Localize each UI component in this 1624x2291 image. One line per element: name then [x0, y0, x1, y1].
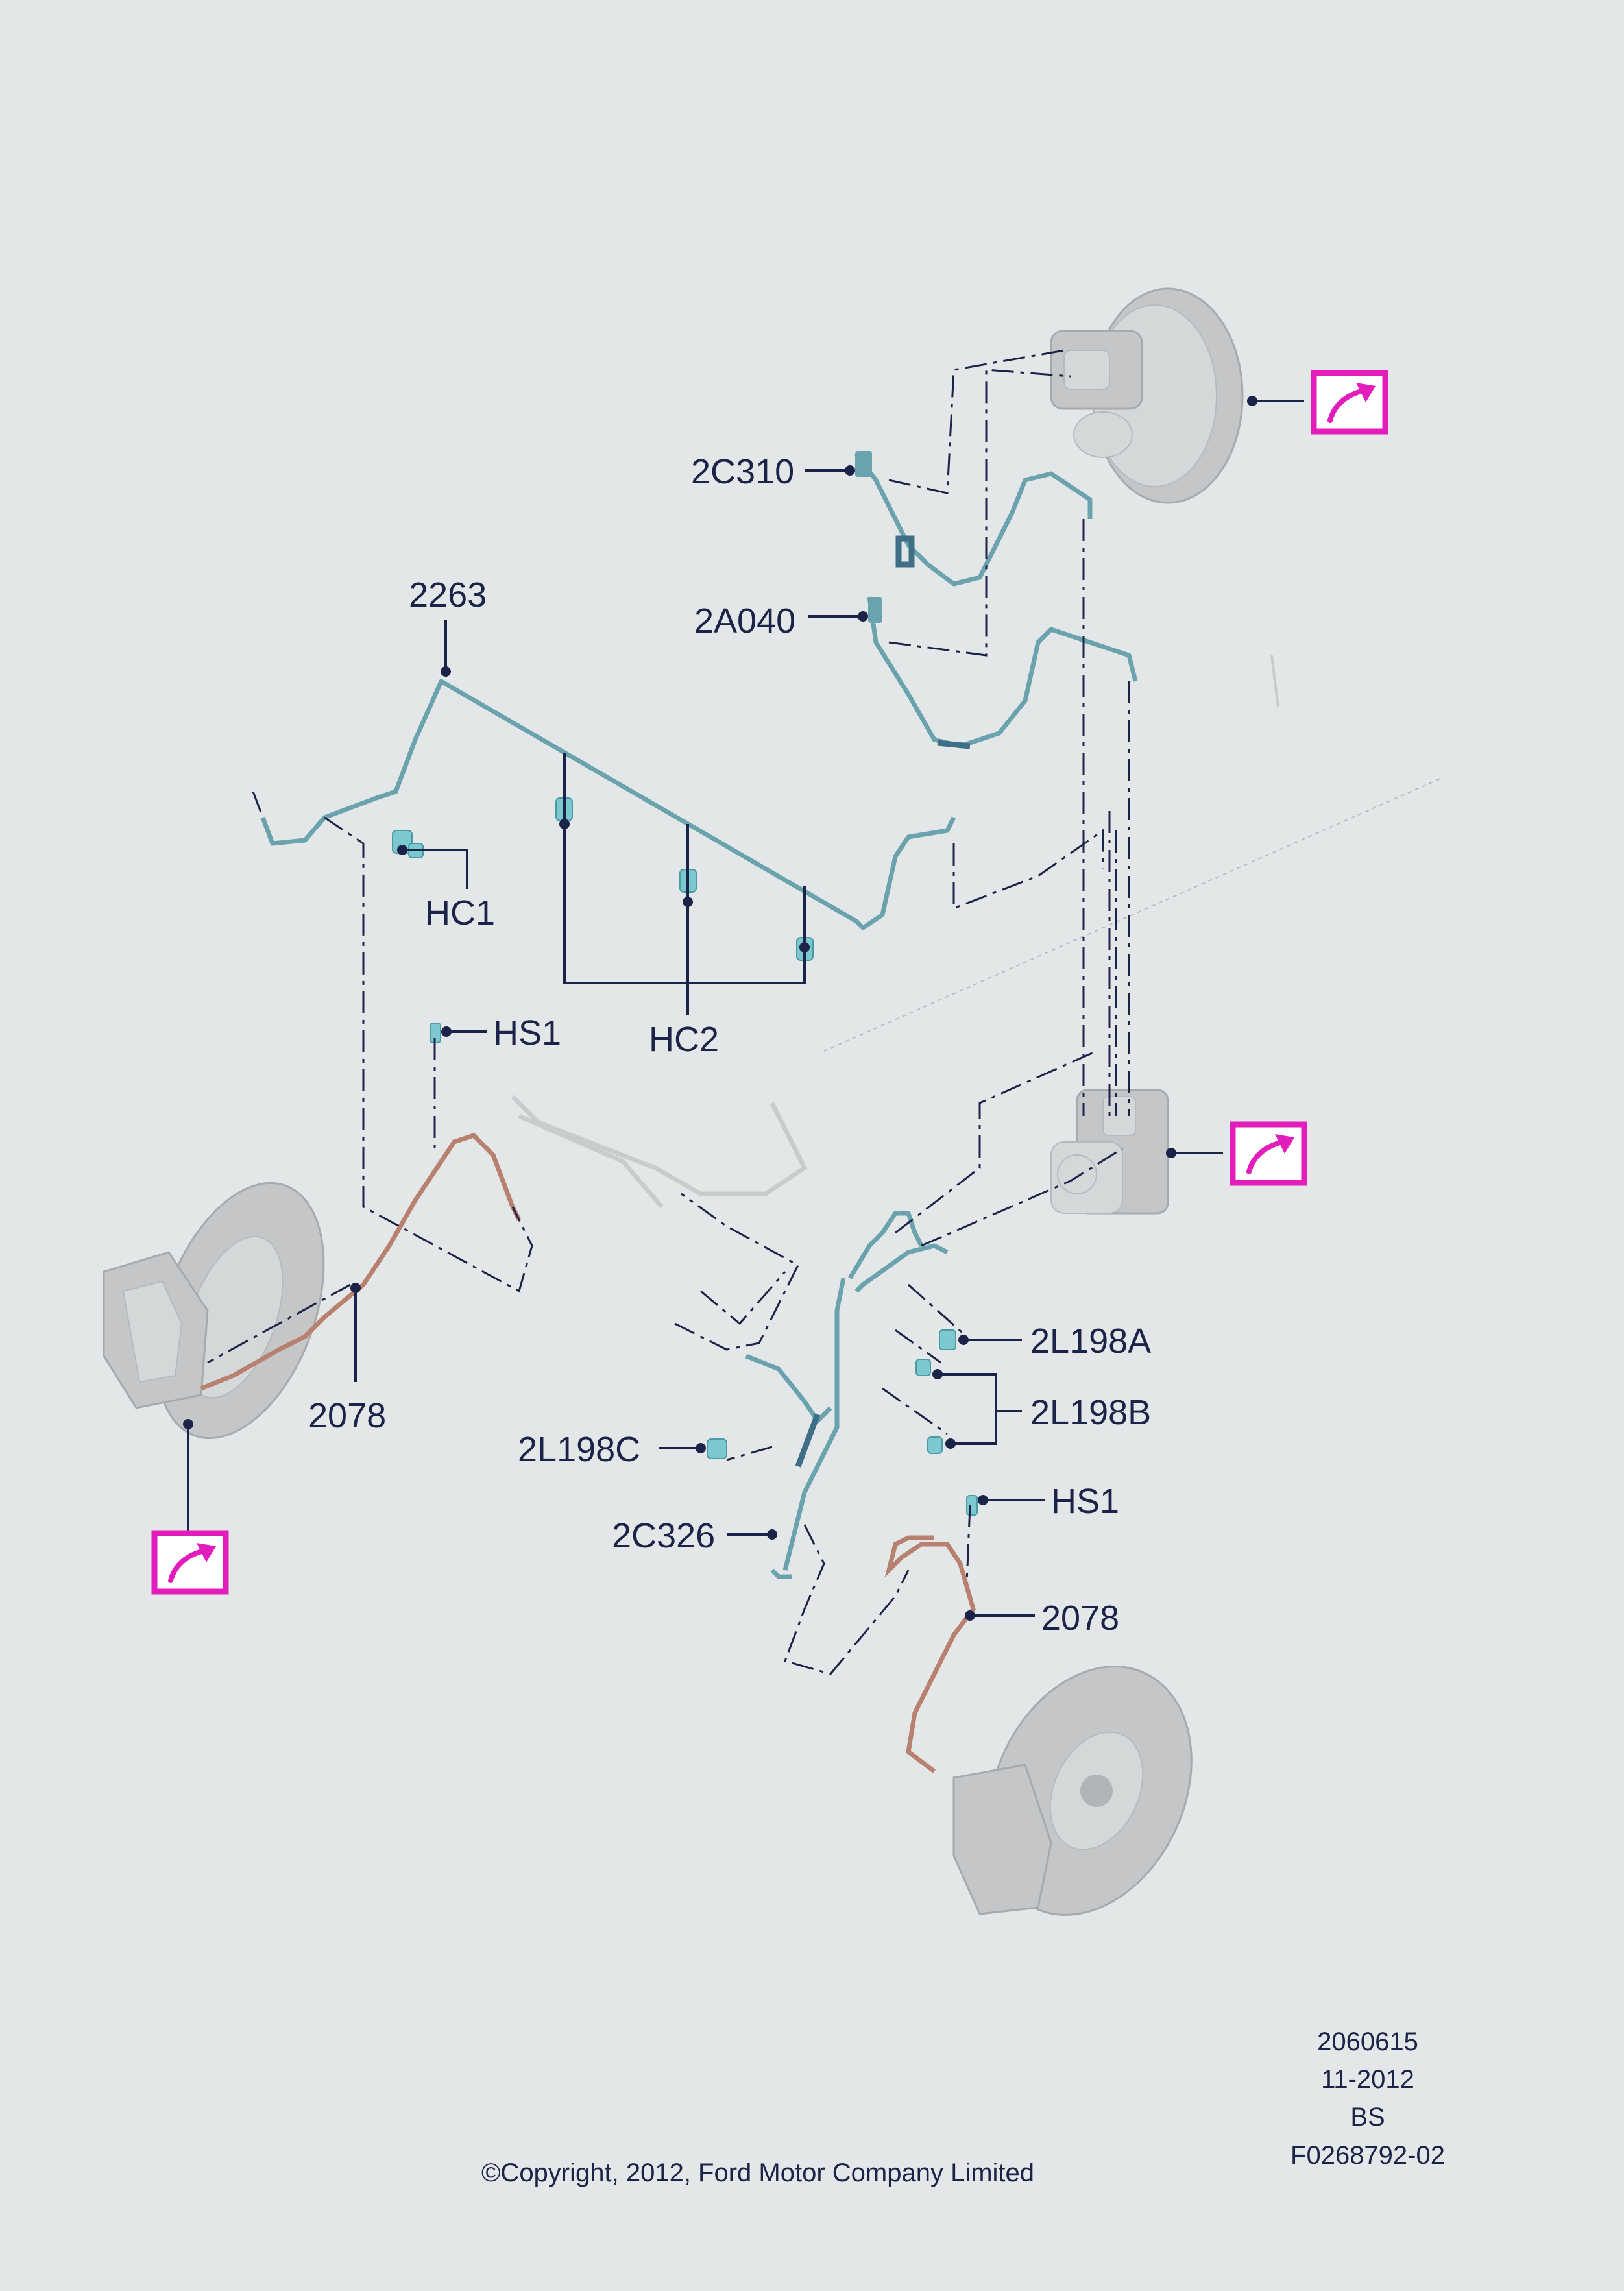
brake-pipe-2C310: [854, 451, 1093, 587]
callout-HS1-right: HS1: [1051, 1482, 1119, 1521]
brake-pipe-2A040: [867, 596, 1138, 749]
callout-HS1-left: HS1: [493, 1013, 561, 1052]
doc-date: 11-2012: [1321, 2065, 1414, 2094]
callout-2C310: 2C310: [691, 452, 794, 491]
small-clips-2L198: [707, 1329, 956, 1459]
callout-HC1: HC1: [425, 893, 495, 932]
doc-region: BS: [1350, 2103, 1385, 2131]
nav-link-front-brake[interactable]: [151, 1530, 229, 1595]
callout-2078-left: 2078: [308, 1396, 386, 1435]
callout-2078-right: 2078: [1041, 1599, 1119, 1638]
copyright-notice: ©Copyright, 2012, Ford Motor Company Lim…: [481, 2159, 1034, 2187]
brake-hose-2078-right: [884, 1535, 976, 1773]
nav-link-brake-booster[interactable]: [1311, 370, 1388, 435]
callout-labels: 2C310 2A040 2263 HC1 HC2 HS1 2078 2L198A…: [308, 452, 1151, 1638]
pipe-clips: [392, 797, 814, 961]
left-brake-disc-illustration: [103, 1182, 325, 1440]
assembly-lines: [207, 349, 1130, 1675]
callout-2A040: 2A040: [694, 601, 795, 640]
callout-2C326: 2C326: [612, 1516, 715, 1555]
callout-HC2: HC2: [649, 1020, 719, 1059]
pipe-harness-abs: [745, 1211, 949, 1579]
callout-2L198A: 2L198A: [1030, 1322, 1151, 1361]
figure-id: F0268792-02: [1291, 2141, 1445, 2170]
doc-number: 2060615: [1317, 2028, 1418, 2056]
callout-2263: 2263: [409, 576, 487, 614]
callout-2L198B: 2L198B: [1030, 1393, 1151, 1432]
brake-pipe-2263: [260, 679, 956, 930]
brake-booster-illustration: [1050, 287, 1244, 504]
abs-module-illustration: [1050, 1089, 1169, 1215]
footer-metadata: 2060615 11-2012 BS F0268792-02 ©Copyrigh…: [481, 2028, 1445, 2187]
background-ghost-parts: [511, 655, 1441, 1209]
nav-link-abs-module[interactable]: [1230, 1121, 1307, 1186]
callout-leaders: [183, 396, 1304, 1621]
callout-2L198C: 2L198C: [518, 1430, 640, 1469]
right-brake-disc-illustration: [952, 1666, 1193, 1916]
